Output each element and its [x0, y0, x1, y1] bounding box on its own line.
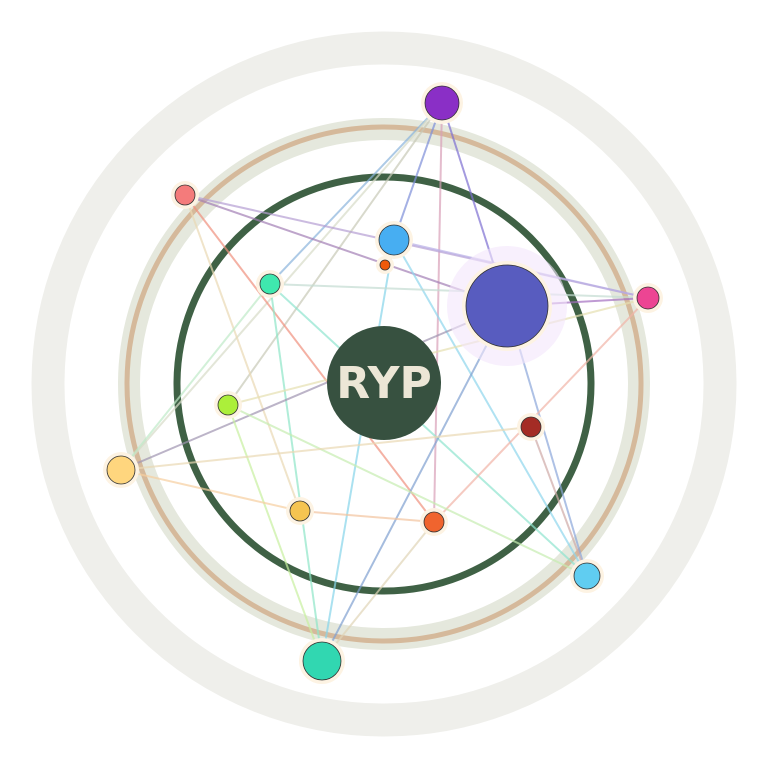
edge-yellow-left-mint — [120, 283, 271, 471]
edge-orange-low-amber — [299, 510, 435, 523]
edge-mint-teal-bottom — [269, 283, 323, 662]
circle-node — [174, 184, 196, 206]
node-purple-top[interactable] — [421, 82, 463, 124]
node-blue-small[interactable] — [375, 221, 413, 259]
edge-layer — [120, 102, 649, 662]
node-magenta-right[interactable] — [633, 283, 663, 313]
hub[interactable]: RYP — [327, 326, 441, 440]
circle-node — [106, 455, 136, 485]
circle-node — [259, 273, 281, 295]
edge-pink-left-amber — [184, 194, 301, 512]
tan-ring — [124, 124, 644, 644]
node-mint[interactable] — [256, 270, 284, 298]
inner-ring — [173, 173, 595, 595]
edge-purple-top-blue-small — [393, 102, 443, 241]
node-skyblue[interactable] — [570, 559, 604, 593]
node-orange-low[interactable] — [420, 508, 448, 536]
hub-label: RYP — [336, 358, 432, 409]
edge-blue-small-skyblue — [393, 239, 588, 577]
node-indigo-large[interactable] — [447, 246, 567, 366]
edge-indigo-large-teal-bottom — [321, 305, 508, 662]
edge-magenta-right-orange-low — [433, 297, 649, 523]
edge-lime-teal-bottom — [227, 404, 323, 662]
edge-orange-low-teal-bottom — [321, 521, 435, 662]
node-layer — [103, 82, 663, 684]
node-darkred[interactable] — [517, 413, 545, 441]
circle-node — [423, 511, 445, 533]
circle-node — [379, 259, 391, 271]
edge-blue-small-teal-bottom — [321, 239, 395, 662]
circle-node — [424, 85, 460, 121]
node-pink-left[interactable] — [171, 181, 199, 209]
edge-pink-left-orange-low — [184, 194, 435, 523]
hub-circle — [327, 326, 441, 440]
node-amber[interactable] — [286, 497, 314, 525]
circle-node — [289, 500, 311, 522]
edge-lime-skyblue — [227, 404, 588, 577]
edge-darkred-skyblue — [530, 426, 588, 577]
edge-yellow-left-amber — [120, 469, 301, 512]
edge-indigo-large-yellow-left — [120, 305, 508, 471]
node-lime[interactable] — [214, 391, 242, 419]
edge-mint-skyblue — [269, 283, 588, 577]
node-yellow-left[interactable] — [103, 452, 139, 488]
edge-purple-top-lime — [227, 102, 443, 406]
edge-yellow-left-darkred — [120, 426, 532, 471]
outer-ring — [31, 31, 737, 737]
circle-node — [573, 562, 601, 590]
node-orange-dot[interactable] — [376, 256, 394, 274]
node-teal-bottom[interactable] — [299, 638, 345, 684]
circle-node — [465, 264, 549, 348]
edge-magenta-right-lime — [227, 297, 649, 406]
circle-node — [217, 394, 239, 416]
edge-purple-top-orange-low — [433, 102, 443, 523]
circle-node — [302, 641, 342, 681]
circle-node — [520, 416, 542, 438]
edge-purple-top-mint — [269, 102, 443, 285]
circle-node — [636, 286, 660, 310]
circle-node — [378, 224, 410, 256]
